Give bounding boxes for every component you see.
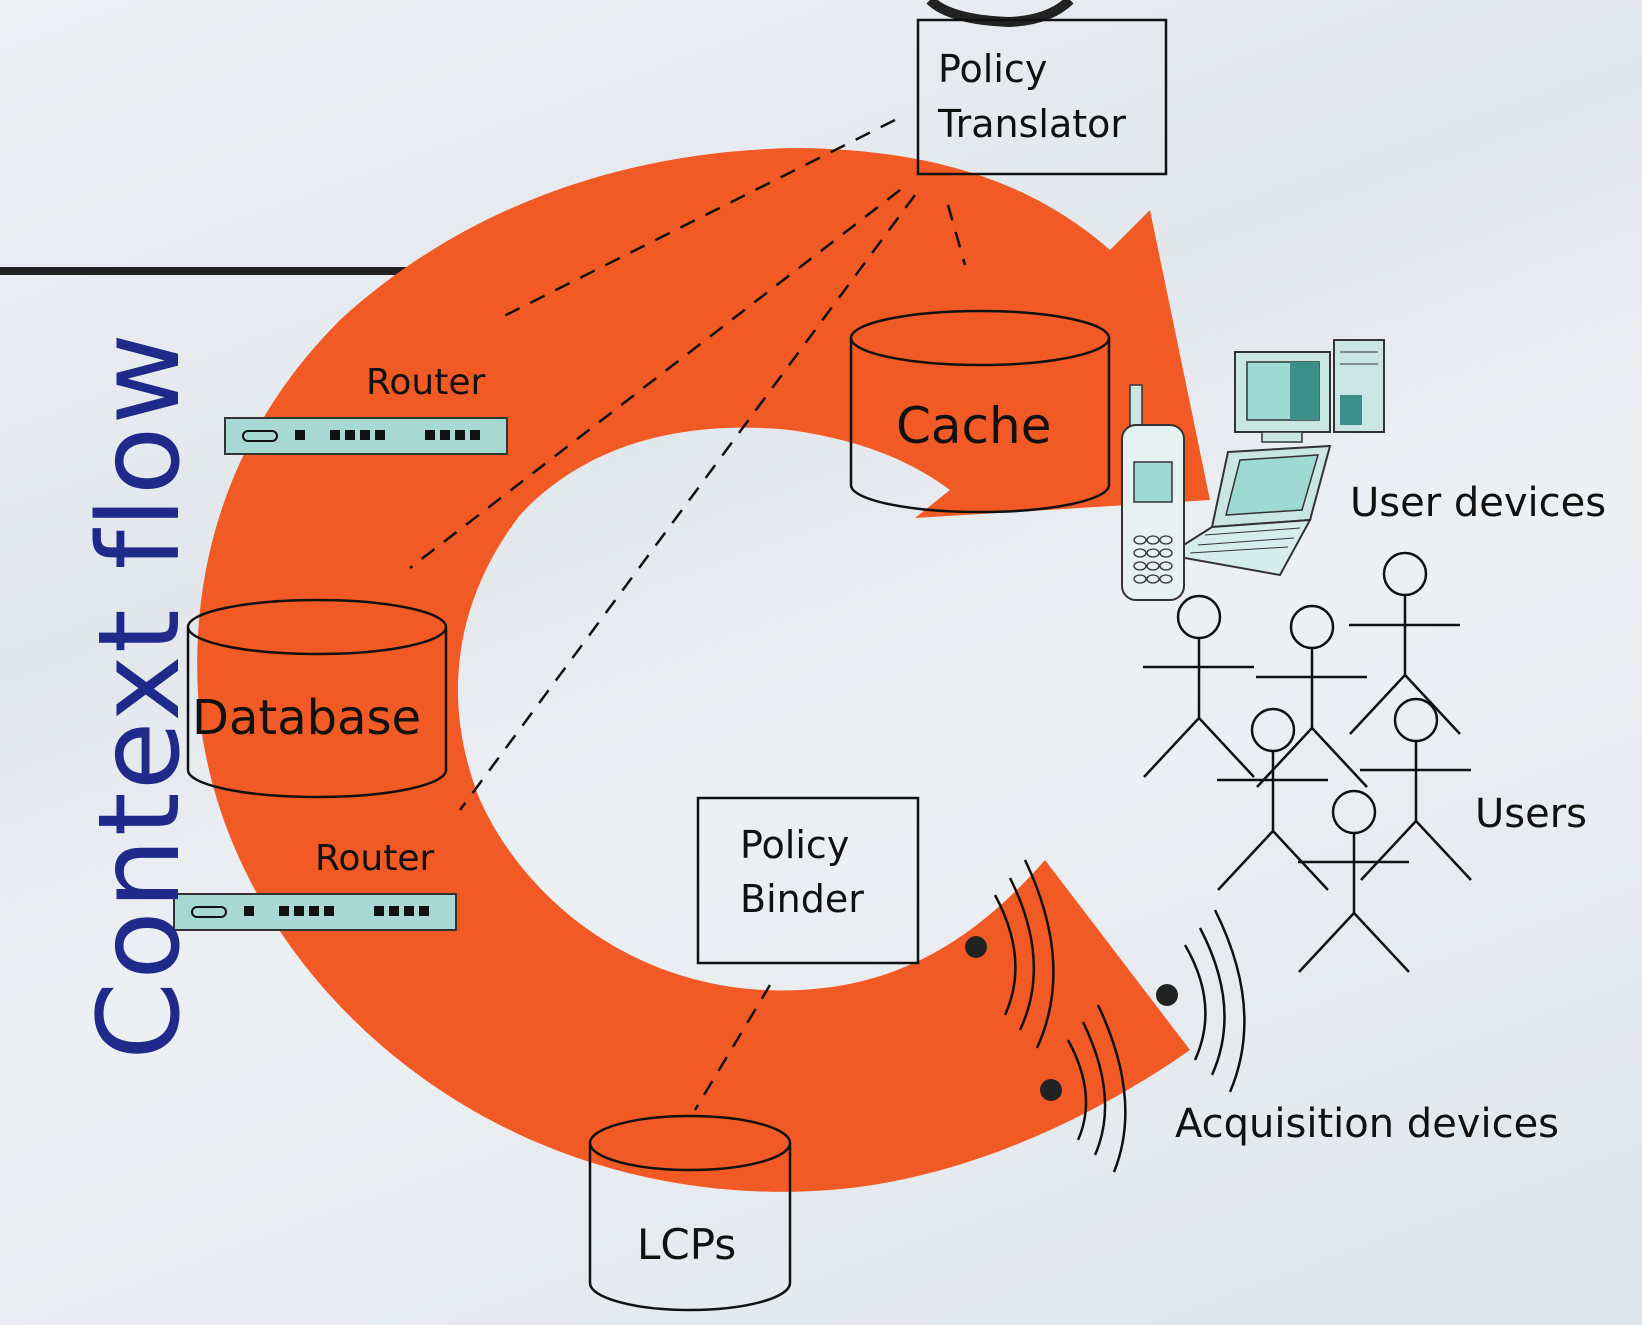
policy-binder-label-1: Policy [740, 823, 849, 867]
router-bottom: Router [173, 838, 457, 931]
background-letter-fragment [926, 0, 1074, 28]
sensor-icon-2 [1156, 909, 1246, 1093]
mobile-phone-icon [1121, 384, 1185, 601]
policy-link-router-bottom [458, 194, 917, 811]
user-figure-3 [1349, 551, 1461, 735]
sensor-icon-1 [965, 859, 1055, 1049]
cache-label: Cache [896, 397, 1052, 455]
router-top: Router [224, 362, 508, 455]
policy-translator-box: Policy Translator [916, 18, 1168, 176]
policy-translator-label-1: Policy [938, 47, 1047, 91]
router-bottom-label: Router [315, 838, 435, 879]
desktop-computer-icon [1234, 339, 1385, 443]
policy-link-database [409, 189, 901, 569]
user-figure-5 [1360, 697, 1472, 881]
policy-link-lcps [693, 984, 772, 1111]
policy-link-cache [946, 204, 967, 266]
router-top-label: Router [366, 362, 486, 403]
user-figure-4 [1217, 707, 1329, 891]
users-group [1143, 551, 1472, 973]
database-cylinder: Database [186, 598, 448, 799]
user-figure-6 [1298, 789, 1410, 973]
router-bottom-ports [191, 906, 429, 918]
diagram-title: Context flow [75, 331, 205, 1060]
policy-binder-label-2: Binder [740, 877, 864, 921]
policy-translator-label-2: Translator [937, 102, 1126, 146]
sensor-icon-3 [1040, 1004, 1127, 1173]
lcps-label: LCPs [637, 1220, 736, 1269]
policy-binder-box: Policy Binder [696, 796, 920, 965]
laptop-icon [1165, 444, 1332, 577]
policy-links [409, 118, 967, 1111]
context-flow-arrow [197, 148, 1210, 1192]
database-label: Database [192, 690, 421, 746]
router-top-ports [242, 430, 480, 442]
user-devices-label: User devices [1350, 480, 1606, 526]
user-figure-1 [1143, 594, 1255, 778]
users-label: Users [1475, 791, 1587, 837]
user-devices-cluster: User devices [1121, 339, 1606, 601]
acquisition-devices-label: Acquisition devices [1175, 1101, 1559, 1147]
cache-cylinder: Cache [849, 309, 1111, 514]
acquisition-devices-group [965, 859, 1246, 1173]
lcps-cylinder: LCPs [588, 1114, 792, 1312]
user-figure-2 [1256, 604, 1368, 788]
policy-link-router-top [499, 118, 896, 320]
